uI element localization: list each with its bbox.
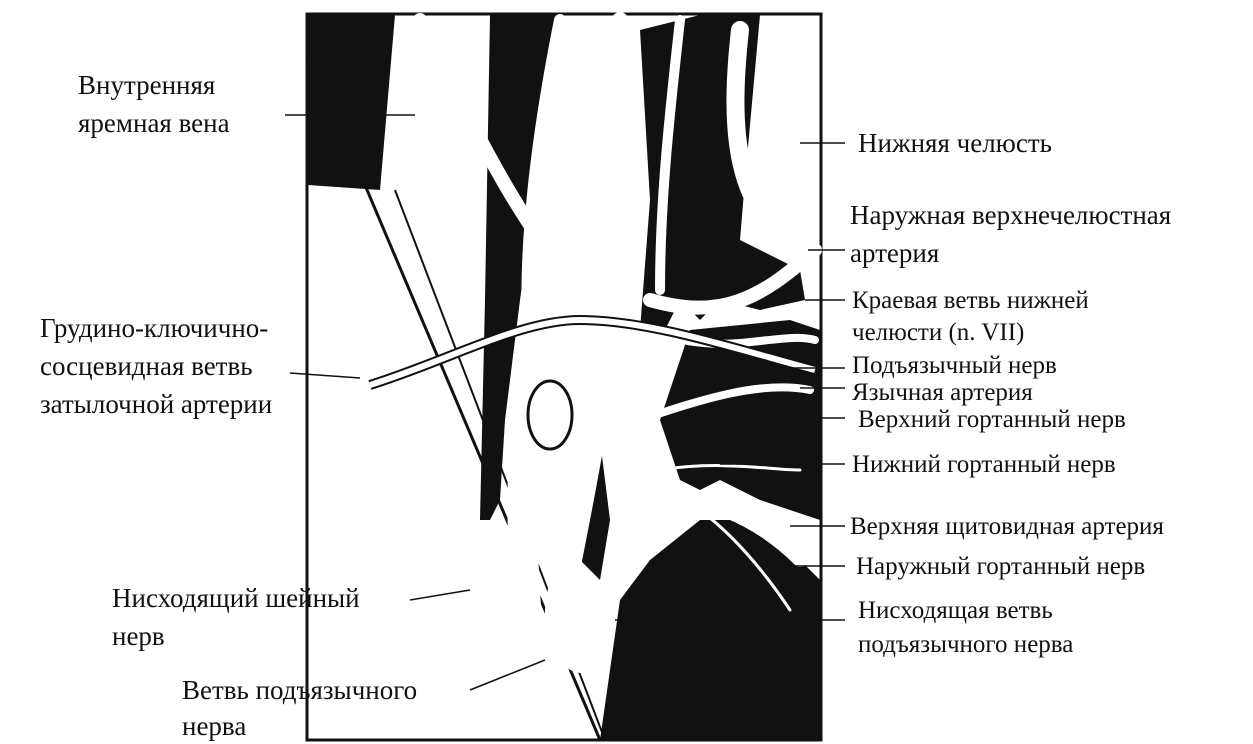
label-marginal-branch-line1: Краевая ветвь нижней [852,288,1089,313]
label-hypoglossal-branch-line2: нерва [182,713,246,740]
label-hypoglossal-nerve: Подъязычный нерв [852,353,1057,378]
label-superior-laryngeal: Верхний гортанный нерв [858,407,1126,432]
label-sternocleido-line2: сосцевидная ветвь [40,353,253,380]
label-descending-hypoglossal-line1: Нисходящая ветвь [858,598,1053,623]
label-mandible: Нижняя челюсть [858,130,1052,157]
label-sternocleido-line1: Грудино-ключично- [40,315,268,342]
label-descending-cervical-line2: нерв [112,623,165,650]
label-lingual-artery: Язычная артерия [852,380,1033,405]
label-facial-artery-line2: артерия [850,240,939,267]
label-superior-thyroid: Верхняя щитовидная артерия [850,514,1164,539]
label-external-laryngeal: Наружный гортанный нерв [856,554,1145,579]
label-marginal-branch-line2: челюсти (n. VII) [852,320,1024,345]
label-inferior-laryngeal: Нижний гортанный нерв [852,452,1116,477]
label-sternocleido-line3: затылочной артерии [40,391,272,418]
label-hypoglossal-branch-line1: Ветвь подъязычного [182,677,417,704]
label-internal-jugular-line2: яремная вена [78,110,230,137]
label-descending-hypoglossal-line2: подъязычного нерва [858,632,1073,657]
label-facial-artery-line1: Наружная верхнечелюстная [850,202,1171,229]
label-descending-cervical-line1: Нисходящий шейный [112,585,360,612]
lymph-node [528,381,572,449]
label-internal-jugular-line1: Внутренняя [78,72,215,99]
